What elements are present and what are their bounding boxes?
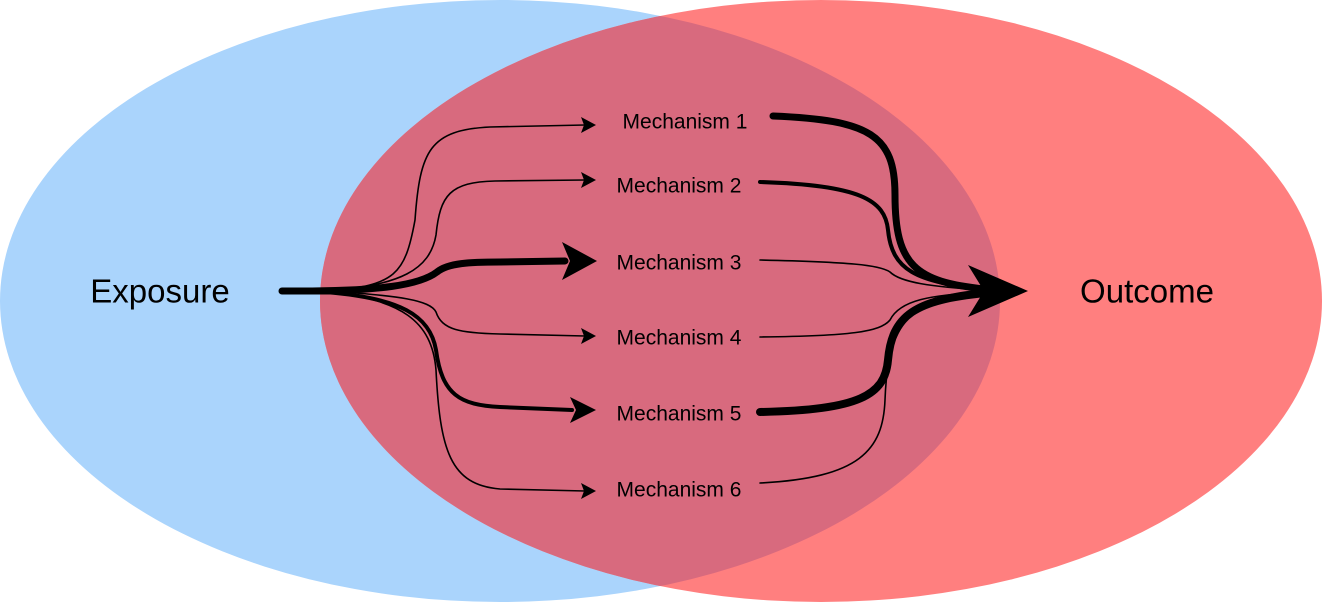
arrowhead-mechanism-3: [562, 242, 597, 280]
mechanism-3-label: Mechanism 3: [617, 252, 742, 275]
arrow-exposure-to-mechanism-6: [329, 291, 586, 492]
arrow-exposure-to-mechanism-5: [323, 290, 574, 412]
outcome-arrowhead: [968, 265, 1028, 317]
mechanism-2-label: Mechanism 2: [617, 175, 742, 198]
arrow-mechanism-5-to-outcome: [756, 289, 989, 416]
outgoing-arrows: [756, 112, 989, 484]
arrowhead-mechanism-5: [570, 397, 596, 423]
arrow-mechanism-4-to-outcome: [759, 291, 986, 338]
arrow-exposure-to-mechanism-4: [329, 290, 586, 337]
arrow-mechanism-6-to-outcome: [759, 292, 986, 484]
outcome-label: Outcome: [1080, 273, 1214, 310]
incoming-arrows: [278, 124, 586, 492]
exposure-label: Exposure: [90, 273, 229, 310]
arrowhead-mechanism-4: [581, 328, 596, 344]
mechanism-6-label: Mechanism 6: [617, 479, 742, 502]
arrow-mechanism-1-to-outcome: [769, 112, 989, 293]
arrow-mechanism-3-to-outcome: [759, 259, 986, 291]
arrowhead-mechanism-2: [581, 172, 596, 188]
arrowhead-mechanism-1: [581, 117, 596, 133]
incoming-arrowheads: [562, 117, 597, 499]
overlap-region: [320, 0, 1000, 602]
arrow-exposure-to-mechanism-1: [329, 124, 586, 292]
arrow-exposure-to-mechanism-2: [329, 179, 586, 292]
mechanism-4-label: Mechanism 4: [617, 327, 742, 350]
mechanism-1-label: Mechanism 1: [623, 111, 748, 134]
arrowhead-mechanism-6: [581, 483, 596, 499]
mechanism-5-label: Mechanism 5: [617, 403, 742, 426]
arrow-mechanism-2-to-outcome: [758, 180, 987, 291]
arrow-exposure-to-mechanism-3: [296, 257, 569, 295]
